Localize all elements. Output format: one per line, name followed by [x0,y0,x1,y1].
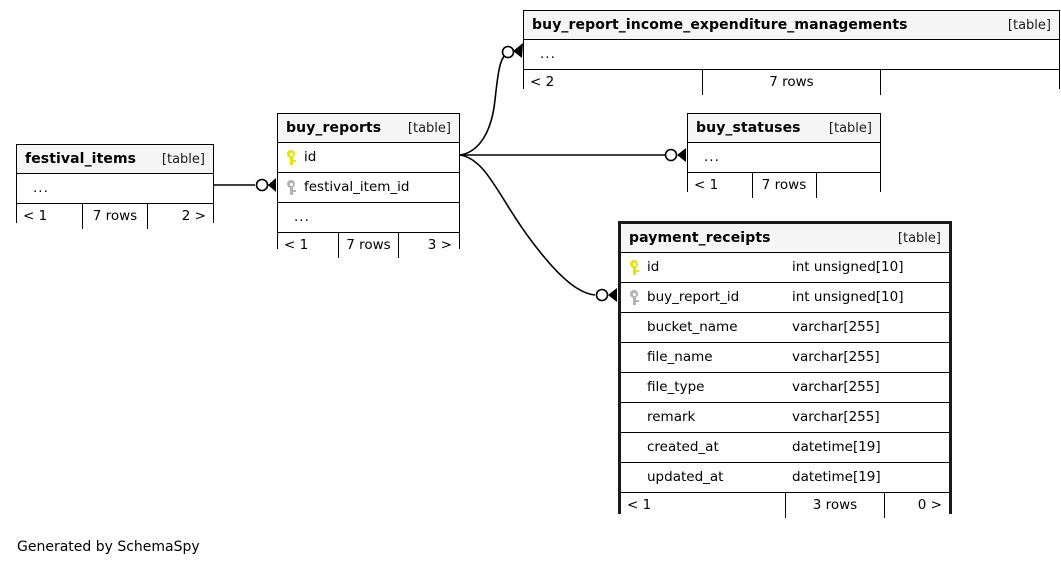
table-title: buy_report_income_expenditure_management… [532,17,908,33]
column-name: buy_report_id [647,288,740,305]
table-row: ... [17,173,213,204]
column-type: datetime[19] [785,432,949,463]
table-buy-report-income-expenditure-managements[interactable]: buy_report_income_expenditure_management… [523,10,1060,95]
crowsfoot-icon [677,148,686,162]
table-row: file_type varchar[255] [621,372,949,403]
table-row: remark varchar[255] [621,402,949,433]
table-title: payment_receipts [629,230,771,246]
table-type-tag: [table] [828,120,872,136]
table-footer: < 1 3 rows 0 > [621,492,949,518]
table-header: buy_reports [table] [278,114,459,143]
footer-child-count: 2 > [147,203,213,229]
footer-row-count: 7 rows [81,203,149,229]
table-footer: < 1 7 rows [688,172,880,198]
optional-circle-icon [595,288,609,302]
table-payment-receipts[interactable]: payment_receipts [table] id int unsigned… [618,221,952,518]
footer-row-count: 7 rows [751,172,817,198]
table-buy-reports[interactable]: buy_reports [table] id [277,113,460,258]
table-row: created_at datetime[19] [621,432,949,463]
column-type: datetime[19] [785,462,949,493]
table-row: ... [524,39,1059,70]
footer-child-count [816,172,880,198]
table-row: buy_report_id int unsigned[10] [621,282,949,313]
crowsfoot-icon [513,43,523,58]
column-type: varchar[255] [785,342,949,373]
optional-circle-icon [255,178,269,192]
edge-buy-reports-to-income-expenditure [459,54,506,156]
table-title: buy_reports [286,120,382,136]
collapsed-columns-indicator: ... [540,45,556,62]
table-header: buy_statuses [table] [688,114,880,143]
column-name: updated_at [647,468,724,485]
table-row: id [278,142,459,173]
table-row: ... [688,142,880,173]
foreign-key-icon [286,180,297,195]
footer-parent-count: < 1 [278,232,339,258]
column-type: varchar[255] [785,312,949,343]
table-footer: < 1 7 rows 3 > [278,232,459,258]
column-type: int unsigned[10] [785,282,949,313]
primary-key-icon [286,150,297,165]
column-name: remark [647,408,696,425]
table-type-tag: [table] [407,120,451,136]
column-name: id [304,148,317,165]
collapsed-columns-indicator: ... [33,179,49,196]
crowsfoot-icon [268,178,276,192]
column-name: file_type [647,378,705,395]
table-row: festival_item_id [278,172,459,203]
table-footer: < 1 7 rows 2 > [17,203,213,229]
footer-row-count: 7 rows [337,232,400,258]
optional-circle-icon [501,45,515,59]
footer-parent-count: < 1 [621,492,785,518]
footer-parent-count: < 1 [688,172,752,198]
primary-key-icon [629,260,640,275]
column-type: varchar[255] [785,402,949,433]
table-footer: < 2 7 rows [524,69,1059,95]
edge-buy-reports-to-payment-receipts [459,154,596,296]
column-type: int unsigned[10] [785,252,949,283]
column-name: bucket_name [647,318,738,335]
foreign-key-icon [629,290,640,305]
table-type-tag: [table] [1007,17,1051,33]
table-type-tag: [table] [161,151,205,167]
column-name: id [647,258,660,275]
table-row: updated_at datetime[19] [621,462,949,493]
collapsed-columns-indicator: ... [704,148,720,165]
table-row: file_name varchar[255] [621,342,949,373]
table-title: buy_statuses [696,120,801,136]
table-row: bucket_name varchar[255] [621,312,949,343]
table-row: ... [278,202,459,233]
footer-row-count: 7 rows [701,69,882,95]
table-header: payment_receipts [table] [621,224,949,253]
footer-parent-count: < 1 [17,203,83,229]
column-type: varchar[255] [785,372,949,403]
collapsed-columns-indicator: ... [294,208,310,225]
table-festival-items[interactable]: festival_items [table] ... < 1 7 rows 2 … [16,144,214,229]
table-title: festival_items [25,151,137,167]
optional-circle-icon [664,148,678,162]
table-buy-statuses[interactable]: buy_statuses [table] ... < 1 7 rows [687,113,881,198]
table-row: id int unsigned[10] [621,252,949,283]
column-name: festival_item_id [304,178,410,195]
footer-child-count [880,69,1059,95]
column-name: created_at [647,438,719,455]
footer-parent-count: < 2 [524,69,703,95]
table-header: festival_items [table] [17,145,213,174]
footer-child-count: 3 > [398,232,459,258]
table-header: buy_report_income_expenditure_management… [524,11,1059,40]
crowsfoot-icon [608,288,617,302]
column-name: file_name [647,348,713,365]
table-type-tag: [table] [897,230,941,246]
footer-child-count: 0 > [884,493,949,518]
schemaspy-credit: Generated by SchemaSpy [17,539,200,555]
footer-row-count: 3 rows [785,493,885,518]
